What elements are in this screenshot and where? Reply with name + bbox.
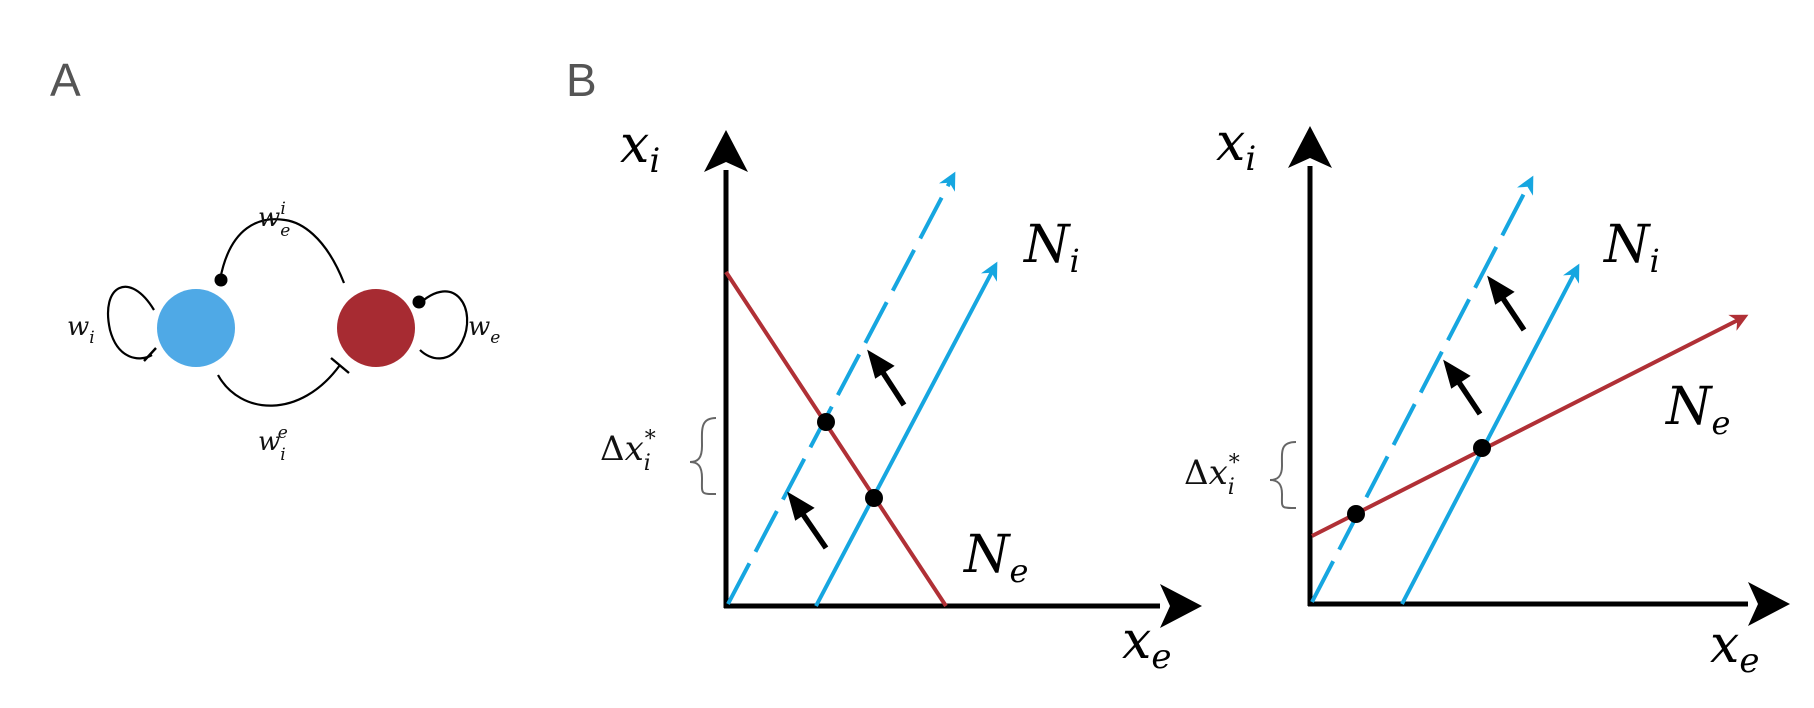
- inhibitory-nullcline-dashed-2: [1310, 175, 1534, 603]
- shift-arrowhead-lower-2: [1443, 359, 1471, 389]
- delta-label-1: Δxi*: [600, 427, 656, 476]
- label-w-i: wi: [67, 312, 95, 348]
- shift-arrow-lower-2: [1453, 376, 1483, 416]
- delta-brace-1: [689, 417, 717, 495]
- y-axis-label-1: xi: [620, 115, 660, 181]
- phase-plane-1: xi xe Ni Ne Δxi*: [600, 115, 1202, 677]
- inhibitory-nullcline-solid-1: [814, 261, 998, 607]
- x-axis-arrowhead-1: [1160, 584, 1202, 628]
- inhibitory-nullcline-solid-2: [1400, 263, 1580, 605]
- ni-label-2: Ni: [1602, 215, 1660, 280]
- fixed-point-shifted-1: [817, 413, 835, 431]
- inhibitory-synapse-bar: [330, 357, 350, 374]
- shift-arrowhead-lower-1: [787, 491, 815, 521]
- x-axis-arrowhead-2: [1748, 582, 1790, 626]
- delta-label-2: Δxi*: [1184, 451, 1240, 500]
- fixed-point-original-1: [865, 489, 883, 507]
- shift-arrow-upper-1: [877, 366, 907, 407]
- self-loop-i: [107, 285, 155, 360]
- fixed-point-shifted-2: [1347, 505, 1365, 523]
- panel-b-letter: B: [566, 54, 597, 106]
- panel-a-letter: A: [50, 54, 81, 106]
- panel-a: A wei wie wi we: [50, 54, 500, 465]
- shift-arrowhead-upper-2: [1487, 275, 1515, 305]
- ne-label-2: Ne: [1664, 377, 1730, 442]
- delta-brace-2: [1269, 441, 1297, 509]
- label-w-e: we: [468, 312, 500, 348]
- phase-plane-2: xi xe Ni Ne Δxi*: [1184, 113, 1790, 681]
- self-loop-e-dot: [412, 295, 426, 309]
- excitatory-nullcline-1: [724, 270, 948, 608]
- ne-label-1: Ne: [962, 525, 1028, 590]
- fixed-point-original-2: [1473, 439, 1491, 457]
- ni-label-1: Ni: [1022, 215, 1080, 280]
- x-axis-label-2: xe: [1710, 615, 1759, 681]
- connection-i-to-e: [217, 364, 341, 407]
- inhibitory-nullcline-dashed-1: [726, 171, 956, 605]
- excitatory-nullcline-2: [1311, 314, 1749, 538]
- label-w-i-e: wie: [258, 423, 288, 465]
- y-axis-arrowhead-2: [1288, 126, 1332, 168]
- connection-e-to-i: [218, 218, 346, 284]
- panel-b: B xi xe Ni: [566, 54, 1790, 681]
- y-axis-arrowhead-1: [704, 130, 748, 172]
- self-loop-e: [417, 290, 469, 360]
- shift-arrowhead-upper-1: [867, 349, 895, 379]
- x-axis-label-1: xe: [1122, 611, 1171, 677]
- excitatory-node: [337, 289, 415, 367]
- shift-arrow-upper-2: [1497, 292, 1527, 332]
- shift-arrow-lower-1: [797, 508, 829, 550]
- self-loop-i-bar: [143, 347, 157, 362]
- y-axis-label-2: xi: [1216, 113, 1256, 179]
- inhibitory-node: [157, 289, 235, 367]
- label-w-e-i: wei: [258, 199, 290, 241]
- excitatory-synapse-dot: [214, 273, 228, 287]
